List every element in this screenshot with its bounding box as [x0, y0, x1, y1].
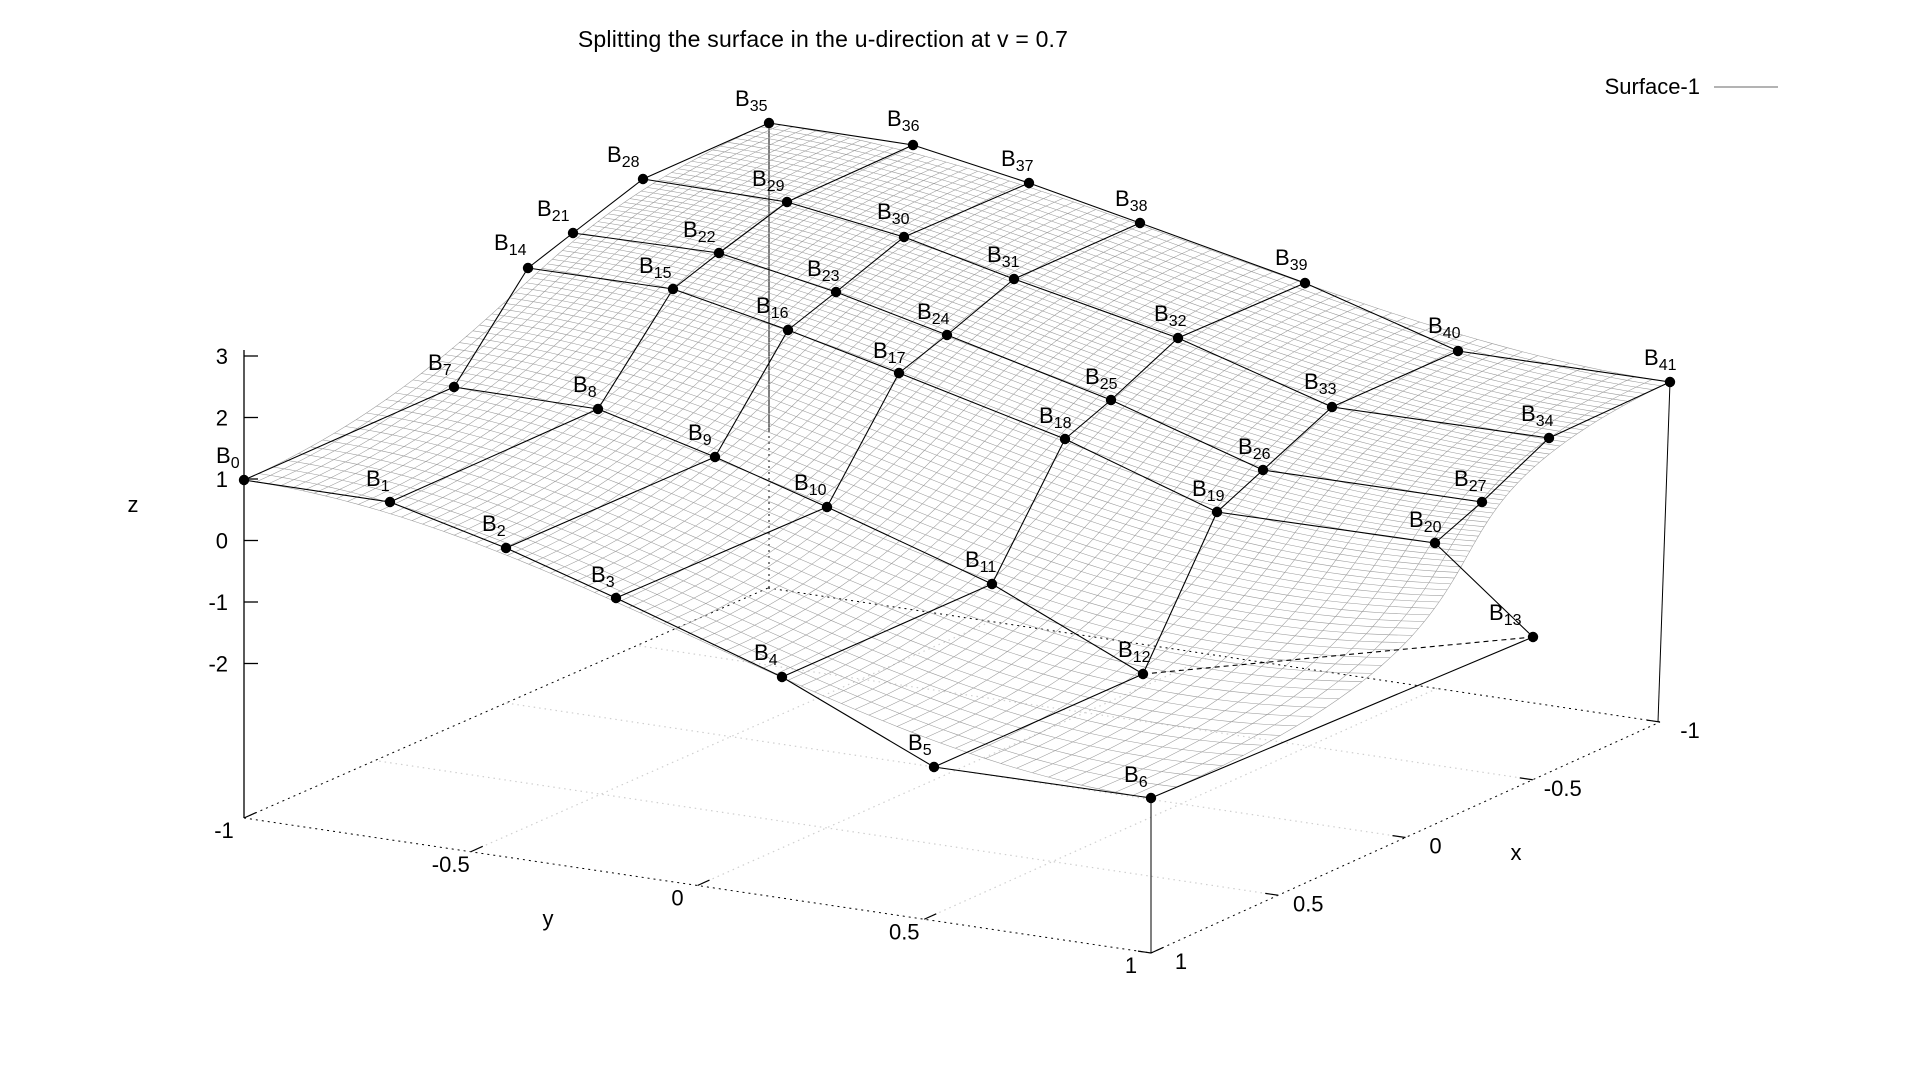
svg-text:B5: B5 [908, 730, 932, 759]
svg-text:B24: B24 [917, 299, 950, 328]
svg-text:1: 1 [1125, 953, 1137, 978]
svg-text:-1: -1 [214, 818, 234, 843]
svg-text:B32: B32 [1154, 301, 1187, 330]
svg-text:B20: B20 [1409, 507, 1442, 536]
svg-text:0: 0 [216, 529, 228, 554]
svg-text:B1: B1 [366, 466, 390, 495]
svg-text:B10: B10 [794, 470, 827, 499]
svg-text:B8: B8 [573, 372, 597, 401]
base-edge-ticks [243, 719, 1661, 954]
svg-text:B12: B12 [1118, 637, 1151, 666]
svg-text:B34: B34 [1521, 401, 1554, 430]
legend-series-label: Surface-1 [1604, 74, 1700, 99]
z-axis-title: z [128, 492, 139, 517]
svg-text:-2: -2 [208, 652, 228, 677]
svg-text:B17: B17 [873, 338, 906, 367]
control-point-labels: B0B1B2B3B4B5B6B7B8B9B10B11B12B13B14B15B1… [216, 86, 1677, 791]
corner-drop-lines [768, 123, 1671, 953]
chart-title: Splitting the surface in the u-direction… [577, 26, 1069, 52]
svg-text:B3: B3 [591, 562, 615, 591]
svg-text:B41: B41 [1644, 345, 1677, 374]
svg-text:B28: B28 [607, 142, 640, 171]
svg-text:B16: B16 [756, 293, 789, 322]
svg-text:B39: B39 [1275, 245, 1308, 274]
svg-text:B33: B33 [1304, 369, 1337, 398]
svg-text:B30: B30 [877, 199, 910, 228]
svg-text:-1: -1 [208, 590, 228, 615]
svg-text:3: 3 [216, 344, 228, 369]
legend: Surface-1 [1605, 74, 1778, 100]
axis-titles: x y z [128, 492, 1522, 931]
svg-text:B37: B37 [1001, 146, 1034, 175]
svg-text:B6: B6 [1124, 762, 1148, 791]
base-grid [374, 620, 1533, 920]
svg-text:B35: B35 [735, 86, 768, 115]
axis-tick-labels: 3 2 1 0 -1 -2 -1 -0.5 0 0.5 1 1 0.5 0 -0.5 -1 [208, 344, 1699, 978]
svg-text:1: 1 [1175, 949, 1187, 974]
base-box-edges [243, 587, 1661, 954]
y-axis-title: y [543, 906, 554, 931]
svg-text:B7: B7 [428, 350, 452, 379]
z-axis [243, 350, 258, 818]
svg-text:0: 0 [671, 886, 683, 911]
x-axis-title: x [1511, 840, 1522, 865]
svg-text:B21: B21 [537, 196, 570, 225]
svg-text:B4: B4 [754, 640, 778, 669]
svg-text:-0.5: -0.5 [432, 852, 470, 877]
svg-text:-1: -1 [1680, 718, 1700, 743]
svg-text:B36: B36 [887, 106, 920, 135]
svg-text:B23: B23 [807, 256, 840, 285]
svg-text:0.5: 0.5 [889, 919, 920, 944]
svg-text:B40: B40 [1428, 313, 1461, 342]
svg-text:B2: B2 [482, 511, 506, 540]
svg-text:1: 1 [216, 467, 228, 492]
control-polygon [243, 122, 1671, 799]
svg-text:-0.5: -0.5 [1544, 776, 1582, 801]
svg-text:B14: B14 [494, 230, 527, 259]
svg-text:B26: B26 [1238, 434, 1271, 463]
svg-text:2: 2 [216, 406, 228, 431]
svg-text:0.5: 0.5 [1293, 891, 1324, 916]
svg-text:B11: B11 [965, 547, 996, 576]
svg-text:B13: B13 [1489, 600, 1522, 629]
svg-text:0: 0 [1429, 834, 1441, 859]
surface-mesh [243, 122, 1671, 799]
control-point-dots [238, 117, 1676, 804]
svg-text:B27: B27 [1454, 466, 1487, 495]
svg-text:B38: B38 [1115, 186, 1148, 215]
legend-line-sample [1714, 86, 1778, 88]
svg-text:B9: B9 [688, 420, 712, 449]
